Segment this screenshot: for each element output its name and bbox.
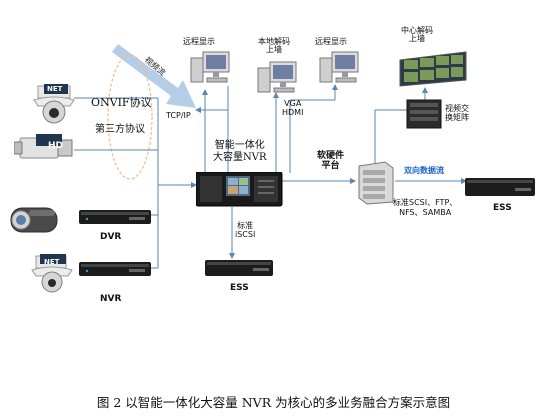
monitor-pc-icon [190, 51, 230, 83]
tcp-ip-label: TCP/IP [166, 111, 191, 120]
nvr-title-label: 智能一体化 大容量NVR [213, 140, 267, 163]
bidirectional-label: 双向数据流 [404, 166, 444, 175]
dome-camera-icon [33, 84, 75, 124]
onvif-label: ONVIF协议 [91, 96, 152, 109]
protocol-ellipse [107, 54, 153, 180]
ess-right-label: ESS [493, 203, 512, 213]
video-matrix-label: 视频交 换矩阵 [445, 104, 469, 123]
net-tag-1: NET [47, 85, 63, 93]
remote-display-label-2: 远程显示 [315, 37, 347, 46]
nvr-device-icon [79, 262, 151, 276]
server-rack-icon [358, 161, 394, 205]
net-tag-2: NET [44, 258, 60, 266]
storage-array-icon-right [465, 178, 535, 196]
dome-camera-icon-2 [31, 254, 73, 293]
dvr-label: DVR [100, 232, 122, 242]
dvr-device-icon [79, 210, 151, 224]
remote-display-label-1: 远程显示 [183, 37, 215, 46]
third-party-label: 第三方协议 [95, 124, 145, 135]
platform-label: 软硬件 平台 [317, 151, 345, 172]
matrix-switch-icon [406, 99, 442, 129]
ess-bottom-label: ESS [230, 283, 249, 293]
video-stream-arrow [112, 44, 196, 108]
camera-bus-lines [74, 84, 467, 269]
monitor-pc-icon-remote [319, 51, 359, 83]
storage-array-icon [205, 260, 273, 276]
vga-hdmi-label: VGA HDMI [282, 99, 304, 117]
hd-tag: HD [48, 141, 64, 151]
iscsi-label: 标准 iSCSI [235, 221, 256, 239]
monitor-pc-icon-local [257, 61, 297, 93]
figure-caption: 图 2 以智能一体化大容量 NVR 为核心的多业务融合方案示意图 [96, 395, 451, 410]
local-decode-label: 本地解码 上墙 [258, 37, 290, 54]
center-decode-label: 中心解码 上墙 [401, 26, 433, 43]
nvr-core-device-icon [196, 172, 283, 207]
bullet-camera-icon [14, 134, 73, 159]
nvr-label: NVR [100, 294, 122, 304]
std-protocols-label: 标准SCSI、FTP、 NFS、SAMBA [393, 198, 458, 218]
video-wall-icon [399, 51, 467, 87]
box-camera-icon [10, 207, 58, 233]
